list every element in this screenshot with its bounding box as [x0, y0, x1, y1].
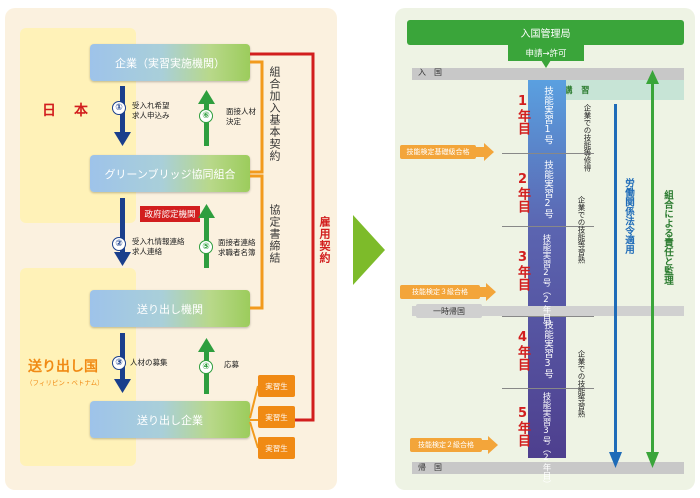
step-4-text: 応募	[224, 360, 239, 369]
arrow-down-2	[114, 198, 131, 266]
step-1-text: 受入れ希望 求人申込み	[132, 101, 170, 120]
gov-badge: 政府認定機関	[140, 206, 200, 222]
year-2: 2年目	[515, 172, 530, 213]
tech-bar-divider-4	[502, 388, 594, 389]
entry-label: 入 国	[418, 68, 442, 77]
year-3: 3年目	[515, 250, 530, 291]
company-note-3: 企業での技能等習熟	[577, 350, 586, 418]
company-label: 企業（実習実施機関）	[115, 56, 225, 70]
step-5-text: 面接者連絡 求職者名簿	[218, 238, 256, 257]
company-box: 企業（実習実施機関）	[90, 44, 250, 81]
step-2-text: 受入れ情報連絡 求人連絡	[132, 237, 185, 256]
sending-country-label: 送り出し国	[28, 359, 98, 375]
student-1: 実習生	[258, 375, 295, 397]
step-2-number: ②	[112, 237, 126, 251]
sending-company-label: 送り出し企業	[137, 413, 203, 427]
tech-1: 技能実習1号	[542, 86, 553, 145]
arrow-up-6	[198, 90, 215, 146]
company-note-1: 企業での技能等修得	[583, 104, 592, 172]
permit-arrow	[541, 60, 551, 68]
contract-union-label: 組合加入基本契約	[268, 66, 281, 162]
step-1-number: ①	[112, 101, 126, 115]
transition-arrow	[353, 215, 385, 285]
company-note-2: 企業での技能等習熟	[577, 196, 586, 264]
step-4-number: ④	[199, 360, 213, 374]
exam-basic: 技能検定基礎級合格	[400, 145, 476, 159]
japan-label: 日 本	[42, 103, 90, 119]
lecture-label: 講 習	[564, 86, 590, 96]
permit-label: 申請→許可	[508, 45, 584, 61]
student-2: 実習生	[258, 406, 295, 428]
tech-bar-divider-2	[502, 226, 594, 227]
labor-law-arrow	[609, 104, 622, 468]
step-5-number: ⑤	[199, 240, 213, 254]
union-duty-label: 組合による責任と監理	[662, 190, 673, 285]
sending-agency-box: 送り出し機関	[90, 290, 250, 327]
sending-company-box: 送り出し企業	[90, 401, 250, 438]
student-3: 実習生	[258, 437, 295, 459]
tech-bar	[528, 80, 566, 458]
contract-agreement-label: 協定書締結	[268, 204, 281, 264]
contract-employment-label: 雇用契約	[318, 216, 331, 264]
tech-4: 技能実習3号	[542, 320, 553, 379]
tech-3: 技能実習2号（2年目）	[541, 234, 551, 331]
temp-return-bar	[412, 306, 684, 316]
labor-law-label: 労働関係法令適用	[623, 178, 634, 254]
tech-2: 技能実習2号	[542, 160, 553, 219]
temp-return-label: 一時帰国	[416, 304, 482, 318]
contract-union-line	[250, 60, 264, 174]
employment-line	[250, 52, 315, 422]
entry-bar	[412, 68, 684, 80]
step-3-text: 人材の募集	[130, 358, 168, 367]
home-return-label: 帰 国	[418, 463, 442, 472]
year-5: 5年目	[515, 406, 530, 447]
tech-bar-divider-1	[502, 153, 594, 154]
sending-country-sub: （フィリピン・ベトナム）	[26, 379, 104, 387]
immigration-bar: 入国管理局	[407, 20, 684, 45]
year-1: 1年目	[515, 94, 530, 135]
sending-agency-label: 送り出し機関	[137, 302, 203, 316]
exam-level2: 技能検定２級合格	[410, 438, 482, 452]
union-box: グリーンブリッジ協同組合	[90, 155, 250, 192]
union-label: グリーンブリッジ協同組合	[104, 167, 236, 181]
union-duty-arrow	[646, 70, 659, 468]
step-6-number: ⑥	[199, 109, 213, 123]
step-3-number: ③	[112, 356, 126, 370]
exam-level3: 技能検定３級合格	[400, 285, 480, 299]
tech-5: 技能実習3号（2年目）	[541, 392, 551, 489]
contract-agreement-line	[250, 174, 264, 310]
step-6-text: 面接人材 決定	[226, 107, 256, 126]
year-4: 4年目	[515, 330, 530, 371]
tech-bar-divider-3	[502, 316, 594, 317]
